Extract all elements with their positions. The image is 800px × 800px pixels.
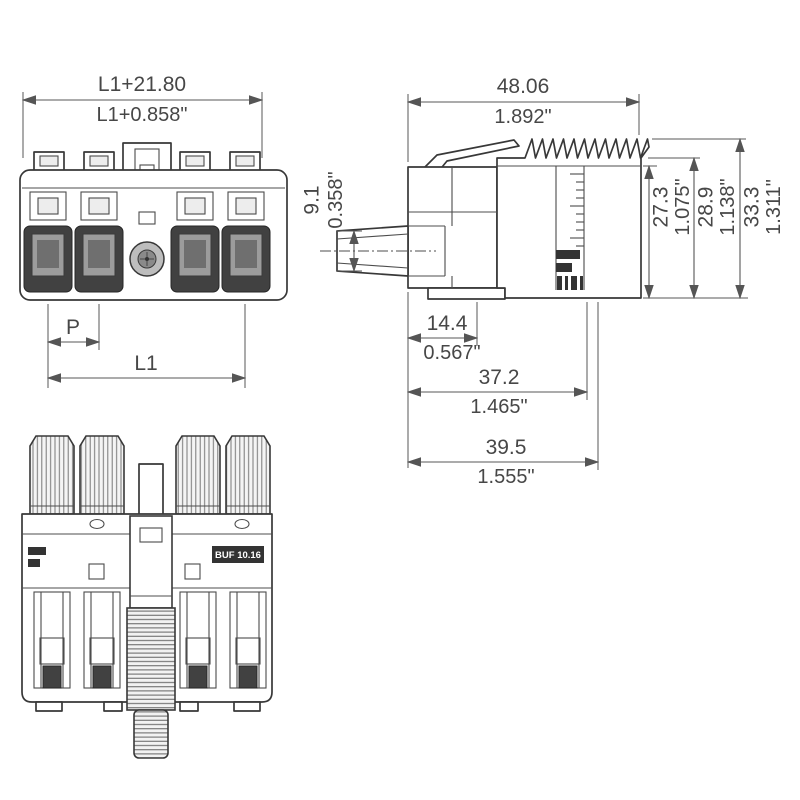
dim-height-2-inch: 1.138": [717, 178, 739, 235]
dim-length-label: L1: [134, 352, 157, 375]
dim-height-1-inch: 1.075": [672, 178, 694, 235]
dim-entry-height-inch: 0.358": [325, 171, 347, 228]
dim-height-3-mm: 33.3: [741, 187, 764, 228]
dim-entry-height-mm: 9.1: [301, 185, 324, 214]
dim-side-width-inch: 1.892": [494, 106, 551, 128]
clamp-tower: [175, 435, 221, 515]
dim-depth-3-inch: 1.555": [477, 466, 534, 488]
conductor-channels: [33, 591, 267, 689]
side-view: 48.06 1.892" 9.1 0.358" 27.3 1.075" 28.9…: [301, 75, 786, 488]
fixing-screw: [129, 211, 165, 277]
screw-thread-knurl: [126, 607, 176, 711]
type-label-plate: [212, 546, 264, 563]
screw-slot: [138, 211, 156, 225]
dim-front-width-inch: L1+0.858": [96, 104, 187, 126]
dim-depth-3: 39.5 1.555": [406, 302, 600, 488]
dim-side-width-mm: 48.06: [497, 75, 550, 98]
dim-depth-3-mm: 39.5: [486, 436, 527, 459]
dim-depth-2-mm: 37.2: [479, 366, 520, 389]
screw-thread-tip: [133, 709, 169, 759]
dim-height-1: 27.3 1.075": [643, 164, 748, 300]
housing-feet: [35, 701, 261, 712]
dim-height-3: 33.3 1.311": [652, 137, 785, 300]
print-stripe: [565, 276, 568, 290]
dim-front-width-mm: L1+21.80: [98, 73, 186, 96]
scale-print-block: [556, 250, 580, 259]
manufacturer-mark: [28, 547, 46, 567]
dim-length-l1: L1: [46, 304, 247, 388]
dim-depth-2: 37.2 1.465": [406, 302, 589, 418]
dim-side-width: 48.06 1.892": [406, 75, 641, 162]
center-screw-neck: [138, 463, 164, 517]
dim-depth-1-mm: 14.4: [427, 312, 468, 335]
dim-depth-1-inch: 0.567": [423, 342, 480, 364]
scale-print-block: [556, 263, 572, 272]
print-stripe: [557, 276, 562, 290]
coding-hole: [89, 518, 105, 530]
clamp-tower: [29, 435, 75, 515]
dim-height-3-inch: 1.311": [763, 179, 785, 235]
dim-front-width: L1+21.80 L1+0.858": [21, 73, 264, 158]
clamp-windows: [29, 191, 265, 221]
side-housing-rear: [496, 138, 650, 299]
type-label: BUF 10.16: [212, 546, 264, 563]
front-view: L1+21.80 L1+0.858" P L1: [19, 73, 288, 388]
dim-height-2: 28.9 1.138": [648, 156, 739, 300]
clamp-tower: [225, 435, 271, 515]
dim-entry-height: 9.1 0.358": [301, 171, 362, 273]
print-stripe: [571, 276, 577, 290]
latch-tab-window: [39, 155, 59, 167]
coding-pocket: [88, 563, 105, 580]
coding-pocket: [184, 563, 201, 580]
latch-tab-window: [235, 155, 255, 167]
center-fixing-screw: [126, 515, 176, 759]
measuring-scale: [555, 166, 585, 290]
latch-tab-window: [185, 155, 205, 167]
dim-depth-2-inch: 1.465": [470, 396, 527, 418]
type-label-text: BUF 10.16: [215, 550, 261, 561]
coding-hole: [234, 518, 250, 530]
dim-pitch: P: [46, 304, 101, 388]
side-housing-foot: [427, 287, 506, 300]
dim-height-1-mm: 27.3: [650, 187, 673, 228]
clamp-towers: [29, 435, 271, 515]
bottom-view: BUF 10.16: [21, 435, 273, 759]
screw-flange-window: [139, 527, 163, 543]
print-stripe: [580, 276, 583, 290]
terminal-openings: [23, 225, 271, 293]
dim-depth-1: 14.4 0.567": [406, 302, 481, 364]
dim-height-2-mm: 28.9: [695, 187, 718, 228]
latch-tab-window: [89, 155, 109, 167]
clamp-tower: [79, 435, 125, 515]
dim-pitch-label: P: [66, 316, 80, 339]
screw-flange: [129, 515, 173, 609]
